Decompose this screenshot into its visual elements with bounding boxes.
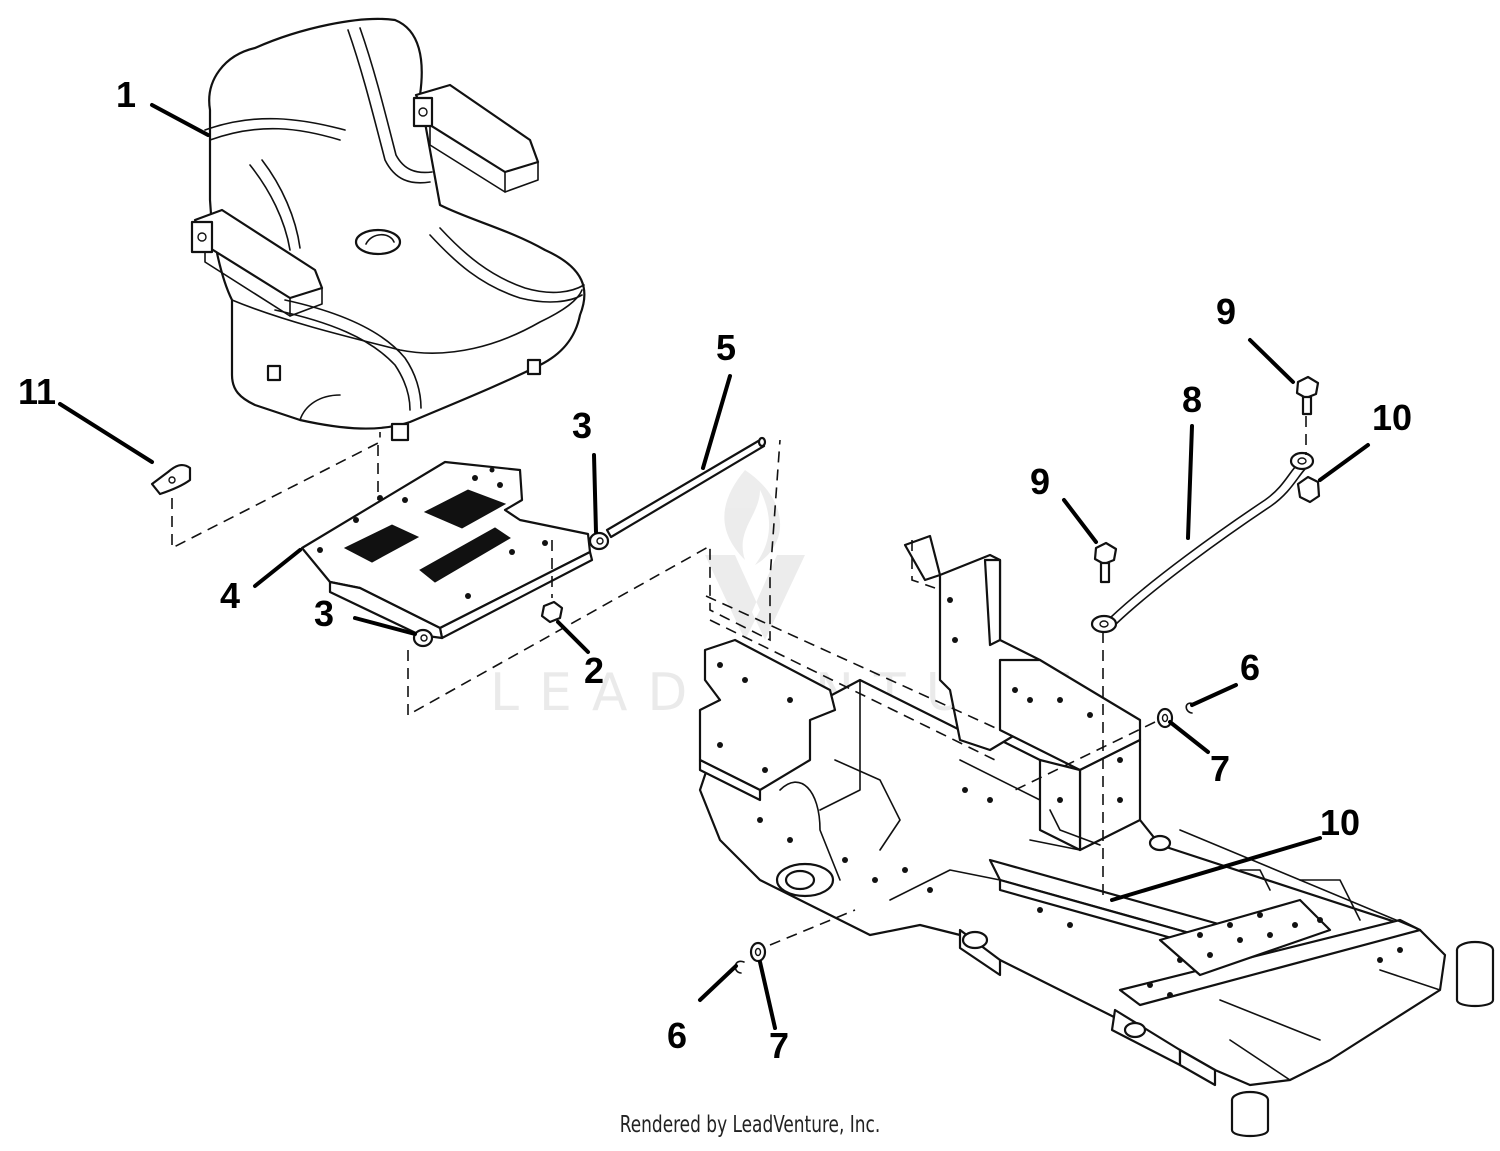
callout-7-left-label: 7 bbox=[769, 1025, 789, 1066]
callout-11-label: 11 bbox=[18, 371, 56, 412]
callout-9-left-label: 9 bbox=[1030, 461, 1050, 502]
cable-nut-right bbox=[1296, 475, 1321, 504]
callout-6-left-label: 6 bbox=[667, 1015, 687, 1056]
callout-2: 2 bbox=[556, 620, 604, 691]
mower-frame bbox=[698, 534, 1495, 1138]
callout-1: 1 bbox=[116, 74, 210, 137]
bolt-left bbox=[1093, 541, 1118, 584]
frame-holes bbox=[717, 597, 1403, 998]
callout-4: 4 bbox=[220, 548, 302, 616]
callout-5-label: 5 bbox=[716, 327, 736, 368]
callout-7-right: 7 bbox=[1168, 720, 1230, 789]
callout-6-right-label: 6 bbox=[1240, 647, 1260, 688]
callout-8-label: 8 bbox=[1182, 379, 1202, 420]
seat bbox=[190, 17, 586, 442]
spacer-left bbox=[412, 628, 434, 648]
callouts: 1 2 3 3 4 5 6 6 bbox=[18, 74, 1412, 1066]
callout-3-lower: 3 bbox=[314, 593, 417, 636]
callout-6-right: 6 bbox=[1190, 647, 1260, 707]
callout-5: 5 bbox=[701, 327, 736, 470]
wing-knob bbox=[150, 463, 192, 496]
callout-10-lower: 10 bbox=[1110, 802, 1360, 902]
washer-left bbox=[749, 941, 767, 963]
watermark-logo-icon bbox=[705, 470, 805, 640]
callout-3-upper-label: 3 bbox=[572, 405, 592, 446]
callout-9-right: 9 bbox=[1216, 291, 1295, 384]
callout-9-left: 9 bbox=[1030, 461, 1098, 544]
callout-4-label: 4 bbox=[220, 575, 240, 616]
callout-3-upper: 3 bbox=[572, 405, 598, 534]
callout-7-right-label: 7 bbox=[1210, 748, 1230, 789]
callout-6-left: 6 bbox=[667, 964, 738, 1056]
callout-8: 8 bbox=[1182, 379, 1202, 540]
bolt-right bbox=[1295, 375, 1320, 416]
hex-nut bbox=[540, 600, 564, 624]
spacer-right bbox=[588, 531, 610, 551]
callout-7-left: 7 bbox=[758, 960, 789, 1066]
callout-1-label: 1 bbox=[116, 74, 136, 115]
assembly-lines bbox=[171, 416, 1307, 946]
callout-10-upper-label: 10 bbox=[1372, 397, 1412, 438]
seat-mounting-plate bbox=[300, 460, 594, 640]
callout-10-upper: 10 bbox=[1318, 397, 1412, 482]
callout-10-lower-label: 10 bbox=[1320, 802, 1360, 843]
callout-2-label: 2 bbox=[584, 650, 604, 691]
ground-cable bbox=[1090, 451, 1315, 634]
credit-footer: Rendered by LeadVenture, Inc. bbox=[619, 1112, 881, 1138]
callout-9-right-label: 9 bbox=[1216, 291, 1236, 332]
pivot-rod bbox=[605, 436, 767, 539]
callout-11: 11 bbox=[18, 371, 154, 464]
callout-3-lower-label: 3 bbox=[314, 593, 334, 634]
